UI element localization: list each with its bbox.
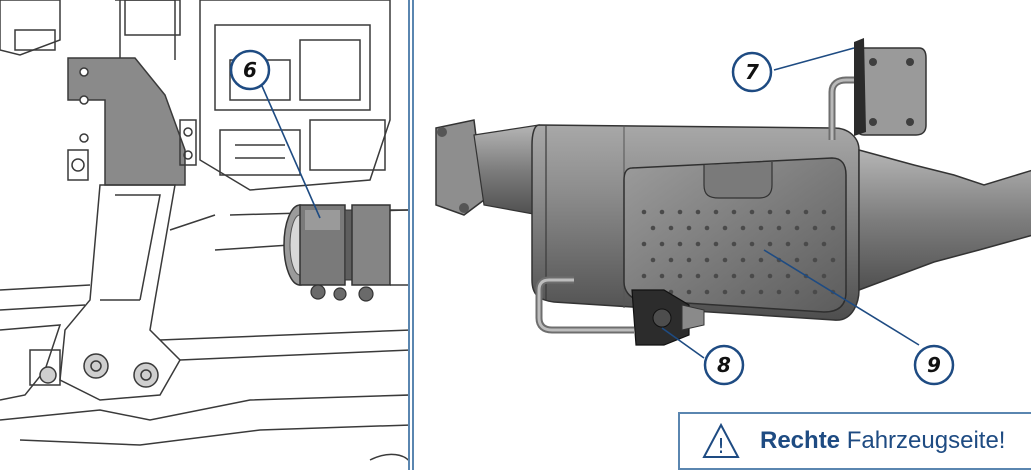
perforation-dot <box>776 289 782 295</box>
perforation-dot <box>767 209 773 215</box>
perforation-dot <box>668 225 674 231</box>
left-illustration-panel: 6 <box>0 0 410 470</box>
perforation-dot <box>830 225 836 231</box>
perforation-dot <box>704 225 710 231</box>
perforation-dot <box>758 289 764 295</box>
shield-perforations <box>641 209 836 295</box>
outlet-pipe <box>858 149 1031 292</box>
perforation-dot <box>686 225 692 231</box>
right-illustration-panel: 7 8 9 <box>412 0 1031 470</box>
perforation-dot <box>758 257 764 263</box>
exhaust-clamp-part <box>283 204 391 302</box>
warning-text-rest: Fahrzeugseite! <box>840 427 1006 454</box>
perforation-dot <box>677 241 683 247</box>
perforation-dot <box>740 257 746 263</box>
perforation-dot <box>677 273 683 279</box>
callout-7-leader <box>773 47 855 71</box>
callout-8-label: 8 <box>717 353 731 377</box>
warning-note: ! Rechte Fahrzeugseite! <box>678 412 1031 470</box>
perforation-dot <box>713 273 719 279</box>
perforation-dot <box>722 289 728 295</box>
perforation-dot <box>659 273 665 279</box>
top-mount-bracket <box>855 47 927 136</box>
perforation-dot <box>830 257 836 263</box>
heat-shield <box>623 157 847 313</box>
warning-text: Rechte Fahrzeugseite! <box>760 427 1005 455</box>
underbody-line-drawing: 6 <box>0 0 408 461</box>
perforation-dot <box>803 241 809 247</box>
perforation-dot <box>758 225 764 231</box>
perforation-dot <box>812 225 818 231</box>
perforation-dot <box>749 241 755 247</box>
perforation-dot <box>659 241 665 247</box>
perforation-dot <box>650 225 656 231</box>
perforation-dot <box>785 209 791 215</box>
perforation-dot <box>713 209 719 215</box>
warning-symbol: ! <box>717 434 725 458</box>
perforation-dot <box>704 257 710 263</box>
perforation-dot <box>767 241 773 247</box>
perforation-dot <box>794 225 800 231</box>
perforation-dot <box>749 209 755 215</box>
perforation-dot <box>803 209 809 215</box>
perforation-dot <box>740 289 746 295</box>
perforation-dot <box>695 209 701 215</box>
perforation-dot <box>767 273 773 279</box>
particulate-filter-drawing: 7 8 9 <box>435 38 1031 386</box>
perforation-dot <box>641 273 647 279</box>
callout-9-leader <box>763 249 920 346</box>
perforation-dot <box>794 289 800 295</box>
callout-6-label: 6 <box>243 58 257 82</box>
perforation-dot <box>722 257 728 263</box>
perforation-dot <box>731 241 737 247</box>
callout-9-label: 9 <box>927 353 941 377</box>
perforation-dot <box>785 241 791 247</box>
callout-6-circle <box>229 49 271 91</box>
perforation-dot <box>641 241 647 247</box>
perforation-dot <box>650 257 656 263</box>
callout-8-leader <box>661 327 705 359</box>
perforation-dot <box>713 241 719 247</box>
perforation-dot <box>659 209 665 215</box>
perforation-dot <box>821 273 827 279</box>
perforation-dot <box>695 273 701 279</box>
perforation-dot <box>722 225 728 231</box>
perforation-dot <box>794 257 800 263</box>
top-mount-rubber <box>854 38 866 136</box>
callout-6-leader <box>261 85 321 219</box>
warning-triangle-icon: ! <box>702 423 740 458</box>
callout-8-circle <box>703 344 745 386</box>
perforation-dot <box>812 257 818 263</box>
callout-7-label: 7 <box>745 60 759 84</box>
perforation-dot <box>821 241 827 247</box>
callout-7-circle <box>731 51 773 93</box>
perforation-dot <box>677 209 683 215</box>
perforation-dot <box>776 225 782 231</box>
perforation-dot <box>812 289 818 295</box>
perforation-dot <box>686 289 692 295</box>
perforation-dot <box>704 289 710 295</box>
inlet-flange <box>435 119 485 216</box>
perforation-dot <box>821 209 827 215</box>
perforation-dot <box>731 209 737 215</box>
callout-9-circle <box>913 344 955 386</box>
perforation-dot <box>686 257 692 263</box>
perforation-dot <box>785 273 791 279</box>
perforation-dot <box>740 225 746 231</box>
warning-text-bold: Rechte <box>760 427 841 454</box>
perforation-dot <box>641 209 647 215</box>
perforation-dot <box>749 273 755 279</box>
perforation-dot <box>695 241 701 247</box>
perforation-dot <box>668 257 674 263</box>
perforation-dot <box>731 273 737 279</box>
